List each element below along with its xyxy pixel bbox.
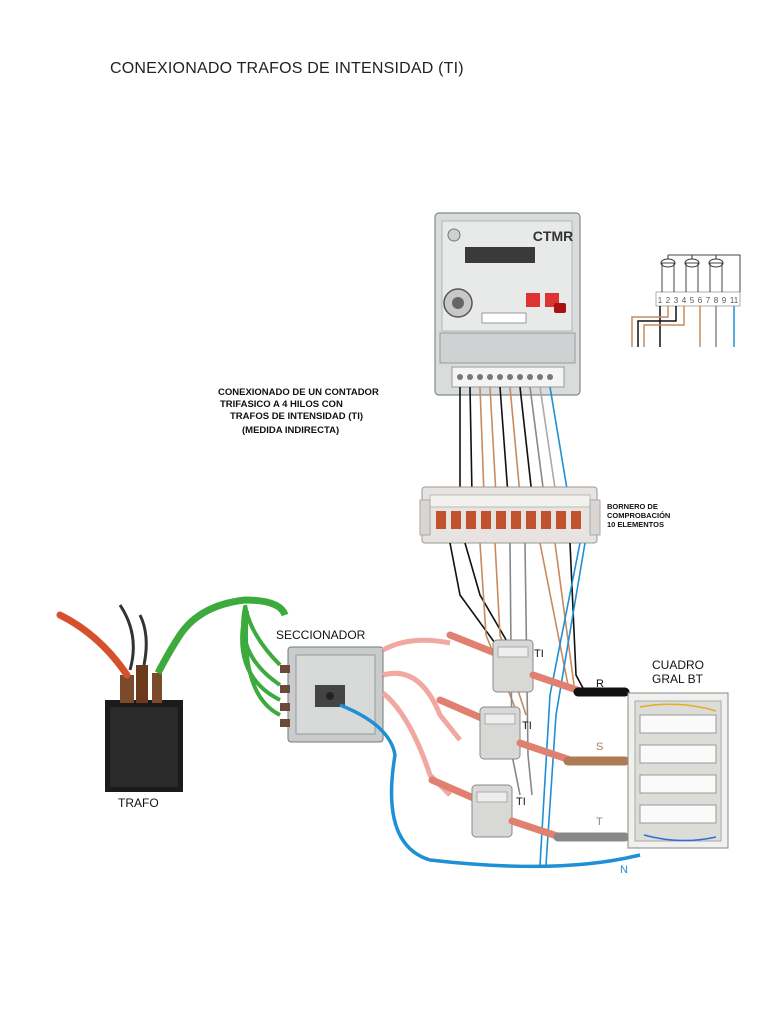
meter-caption-line: (MEDIDA INDIRECTA) bbox=[242, 425, 339, 436]
terminal-number: 6 bbox=[698, 296, 703, 305]
primary-conductors bbox=[381, 637, 462, 797]
meter-caption: CONEXIONADO DE UN CONTADOR TRIFASICO A 4… bbox=[218, 387, 379, 436]
phase-label-n: N bbox=[620, 864, 628, 876]
wiring-schematic: 1 2 3 4 5 6 7 8 9 11 bbox=[631, 254, 741, 347]
terminal-number: 4 bbox=[682, 296, 687, 305]
disconnector-label: SECCIONADOR bbox=[276, 628, 366, 642]
terminal-block-caption: BORNERO DE COMPROBACIÓN 10 ELEMENTOS bbox=[607, 502, 670, 529]
ct-label: TI bbox=[516, 796, 526, 808]
terminal-number: 1 bbox=[658, 296, 663, 305]
phase-label-s: S bbox=[596, 741, 603, 753]
phase-label-r: R bbox=[596, 678, 604, 690]
mv-cables bbox=[240, 604, 282, 717]
meter-brand: CTMR bbox=[533, 228, 573, 244]
distribution-panel bbox=[627, 692, 729, 849]
terminal-block-caption-line: COMPROBACIÓN bbox=[607, 511, 670, 520]
wiring-diagram: CTMR 1 2 bbox=[40, 195, 745, 915]
power-transformer bbox=[56, 596, 289, 792]
current-transformer-3 bbox=[428, 776, 564, 841]
terminal-number: 7 bbox=[706, 296, 711, 305]
schematic-terminal-numbers: 1 2 3 4 5 6 7 8 9 11 bbox=[658, 296, 739, 305]
terminal-number: 9 bbox=[722, 296, 727, 305]
ct-label: TI bbox=[522, 720, 532, 732]
terminal-number: 5 bbox=[690, 296, 695, 305]
meter-caption-line: CONEXIONADO DE UN CONTADOR bbox=[218, 387, 379, 398]
test-terminal-block bbox=[419, 486, 601, 544]
current-transformer-1 bbox=[446, 631, 584, 695]
phase-cables bbox=[553, 687, 630, 842]
meter-to-terminal-wires bbox=[459, 386, 569, 496]
terminal-to-ct-wires bbox=[449, 542, 586, 866]
phase-label-t: T bbox=[596, 816, 603, 828]
meter-caption-line: TRIFASICO A 4 HILOS CON bbox=[220, 399, 343, 410]
meter-terminals bbox=[451, 366, 565, 388]
terminal-number: 11 bbox=[730, 296, 739, 305]
energy-meter: CTMR bbox=[434, 212, 581, 396]
current-transformer-2 bbox=[436, 696, 574, 764]
wiring-diagram-svg: CTMR 1 2 bbox=[56, 212, 741, 876]
disconnector bbox=[280, 646, 384, 743]
panel-label-line: GRAL BT bbox=[652, 672, 704, 686]
ct-label: TI bbox=[534, 648, 544, 660]
panel-label-line: CUADRO bbox=[652, 658, 704, 672]
transformer-label: TRAFO bbox=[118, 796, 159, 810]
terminal-block-caption-line: BORNERO DE bbox=[607, 502, 658, 511]
terminal-block-caption-line: 10 ELEMENTOS bbox=[607, 520, 664, 529]
terminal-number: 8 bbox=[714, 296, 719, 305]
meter-caption-line: TRAFOS DE INTENSIDAD (TI) bbox=[230, 411, 363, 422]
terminal-number: 2 bbox=[666, 296, 671, 305]
neutral-conductor bbox=[339, 703, 641, 869]
document-title: CONEXIONADO TRAFOS DE INTENSIDAD (TI) bbox=[110, 60, 464, 77]
terminal-number: 3 bbox=[674, 296, 679, 305]
